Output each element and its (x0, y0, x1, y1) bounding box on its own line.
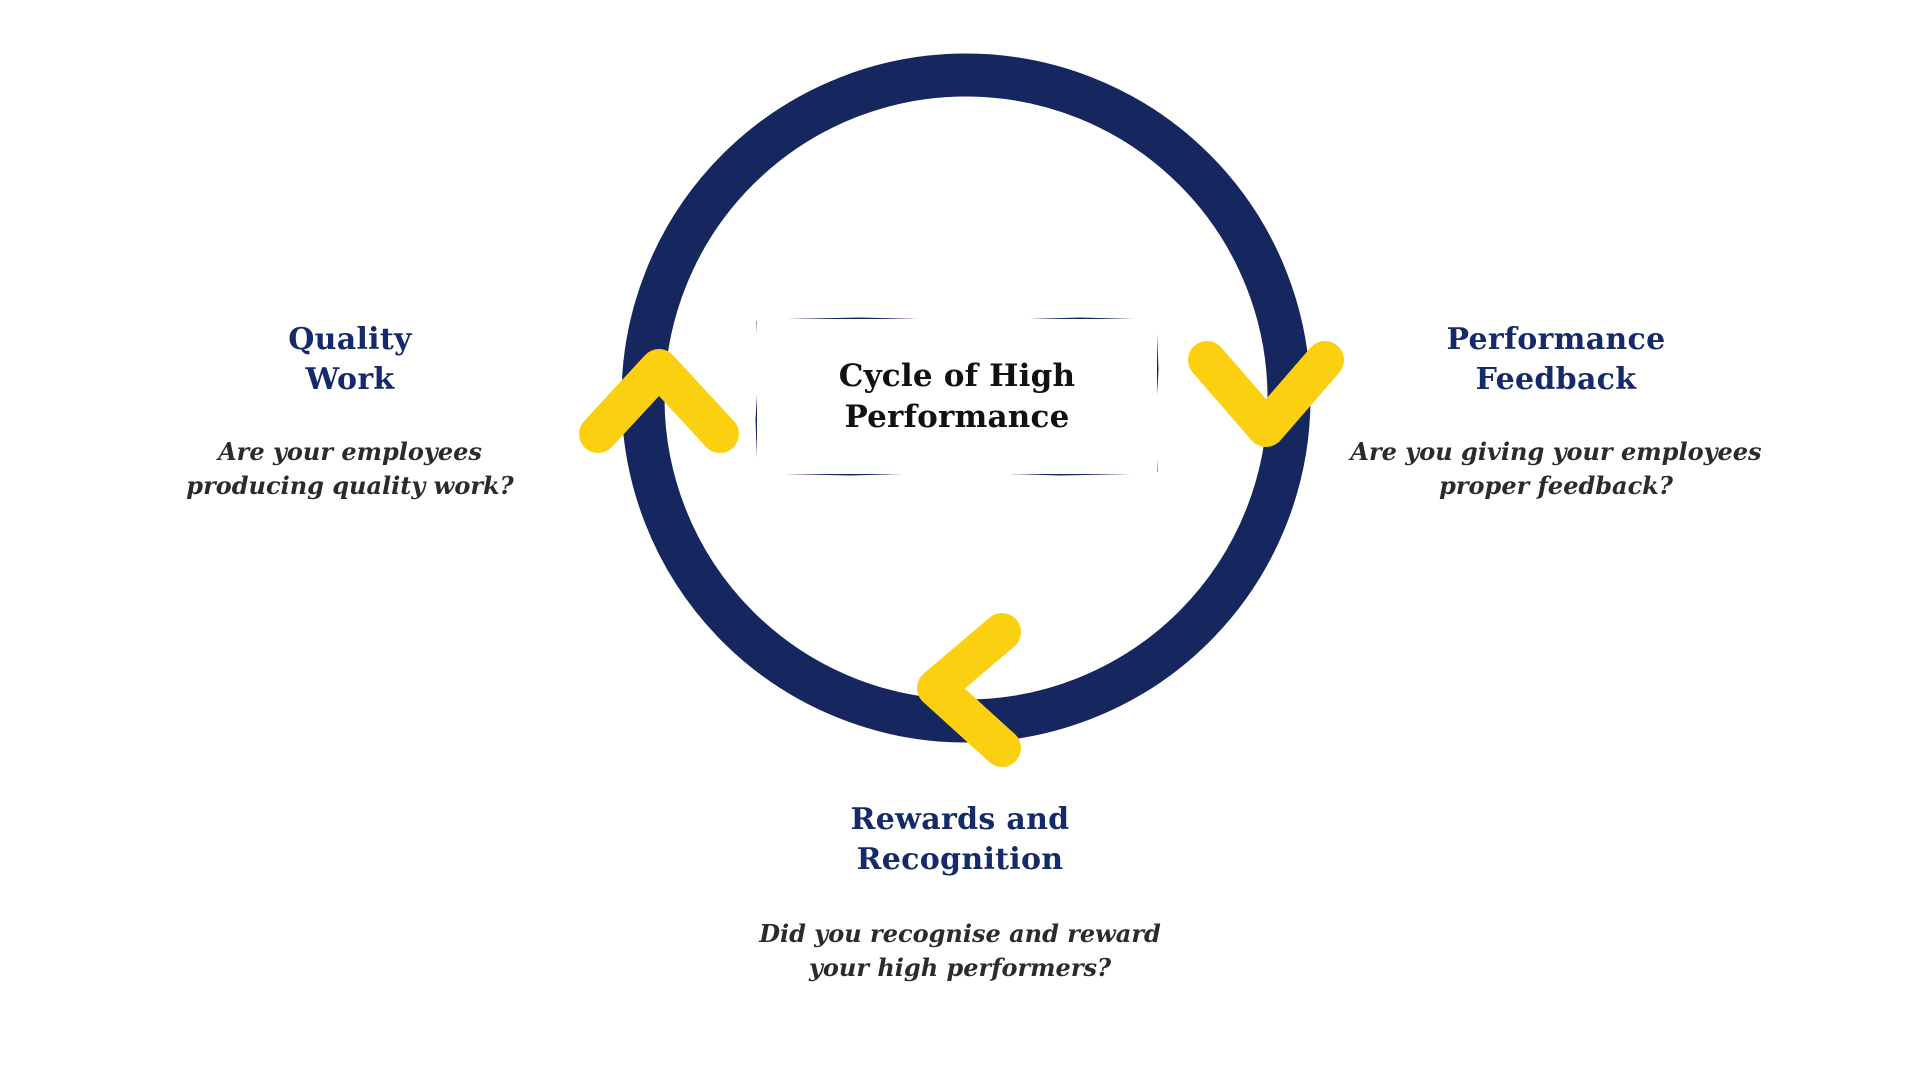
node-performance-feedback-title: Performance Feedback (1446, 322, 1666, 397)
center-label-text: Cycle of High Performance (838, 358, 1076, 435)
node-quality-work-question: Are your employees producing quality wor… (186, 437, 514, 501)
chevron-up-icon (579, 349, 739, 453)
node-quality-work[interactable]: Quality Work Are your employees producin… (110, 320, 590, 503)
node-rewards-recognition-title: Rewards and Recognition (850, 802, 1070, 877)
node-quality-work-title: Quality Work (288, 322, 412, 397)
node-rewards-recognition[interactable]: Rewards and Recognition Did you recognis… (700, 800, 1220, 985)
node-rewards-recognition-question: Did you recognise and reward your high p… (759, 919, 1161, 983)
node-performance-feedback[interactable]: Performance Feedback Are you giving your… (1296, 320, 1816, 503)
center-label-box: Cycle of High Performance (757, 319, 1157, 474)
chevron-left-icon (917, 613, 1021, 767)
node-performance-feedback-question: Are you giving your employees proper fee… (1350, 437, 1762, 501)
